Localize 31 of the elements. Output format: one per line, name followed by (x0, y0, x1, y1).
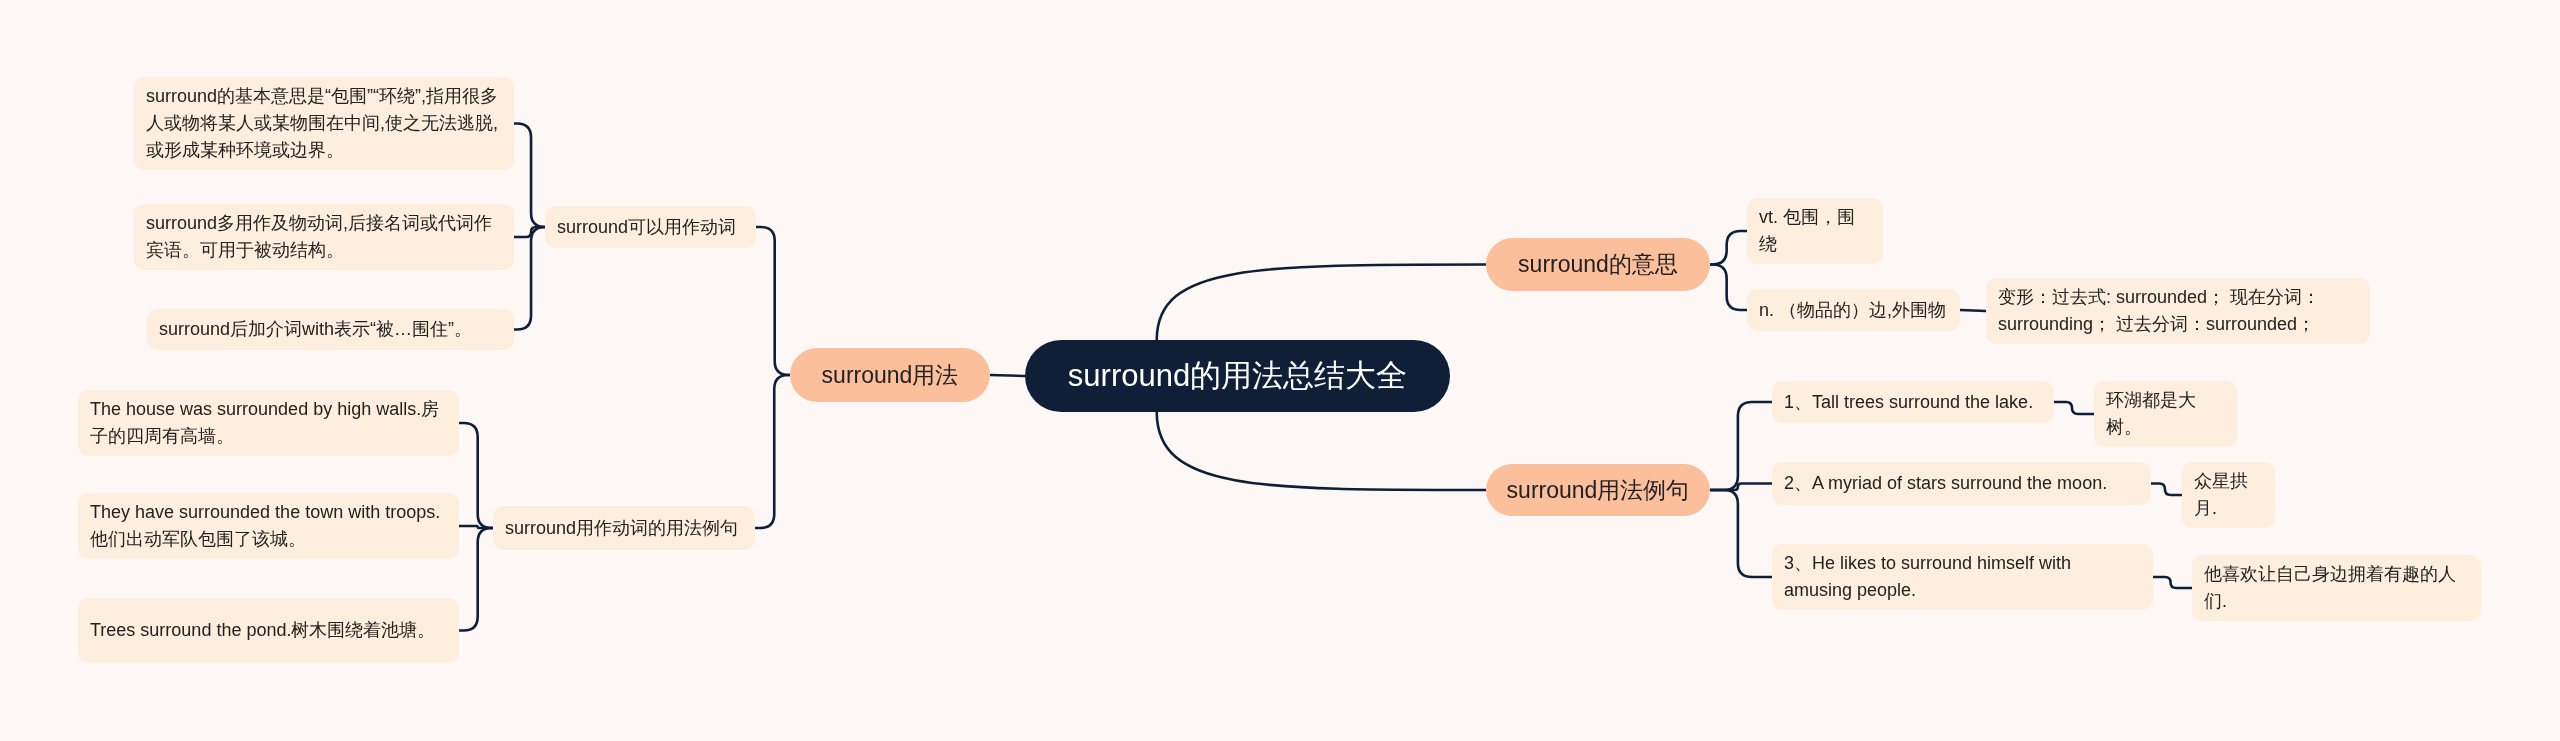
connector-line (2153, 575, 2192, 590)
topic-box: surround的基本意思是“包围”“环绕”,指用很多人或物将某人或某物围在中间,使之无法逃脱,或形成某种环境或边界。 (134, 77, 514, 170)
connector-line (1710, 488, 1772, 579)
topic-box: Trees surround the pond.树木围绕着池塘。 (78, 598, 459, 663)
branch-topic: surround的意思 (1486, 238, 1710, 291)
connector-line (1155, 411, 1486, 492)
connector-line (2151, 482, 2182, 497)
topic-box: 2、A myriad of stars surround the moon. (1772, 462, 2151, 505)
connector-line (1710, 263, 1747, 312)
connector-line (1959, 308, 1987, 313)
topic-box: 1、Tall trees surround the lake. (1772, 381, 2054, 423)
topic-box: surround多用作及物动词,后接名词或代词作宾语。可用于被动结构。 (134, 204, 514, 270)
topic-box: surround用作动词的用法例句 (493, 506, 755, 550)
topic-box: n. （物品的）边,外围物 (1747, 289, 1960, 331)
connector-line (1155, 263, 1486, 341)
topic-box: surround可以用作动词 (545, 206, 756, 248)
connector-line (989, 373, 1026, 378)
central-topic: surround的用法总结大全 (1025, 340, 1450, 412)
topic-box: The house was surrounded by high walls.房子的四周有高墙。 (78, 390, 459, 456)
topic-box: 环湖都是大树。 (2094, 381, 2237, 447)
topic-box: 变形：过去式: surrounded； 现在分词：surrounding； 过去分词：surrounded； (1986, 278, 2370, 344)
topic-box: 3、He likes to surround himself with amusing people. (1772, 544, 2153, 610)
connector-line (514, 225, 547, 331)
topic-box: vt. 包围，围绕 (1747, 198, 1883, 264)
branch-topic: surround用法例句 (1486, 464, 1710, 516)
topic-box: surround后加介词with表示“被…围住”。 (147, 309, 514, 350)
topic-box: 众星拱月. (2182, 462, 2275, 528)
connector-line (2054, 400, 2094, 416)
branch-topic: surround用法 (790, 348, 990, 402)
topic-box: 他喜欢让自己身边拥着有趣的人们. (2192, 555, 2481, 621)
topic-box: They have surrounded the town with troops.他们出动军队包围了该城。 (78, 493, 459, 559)
